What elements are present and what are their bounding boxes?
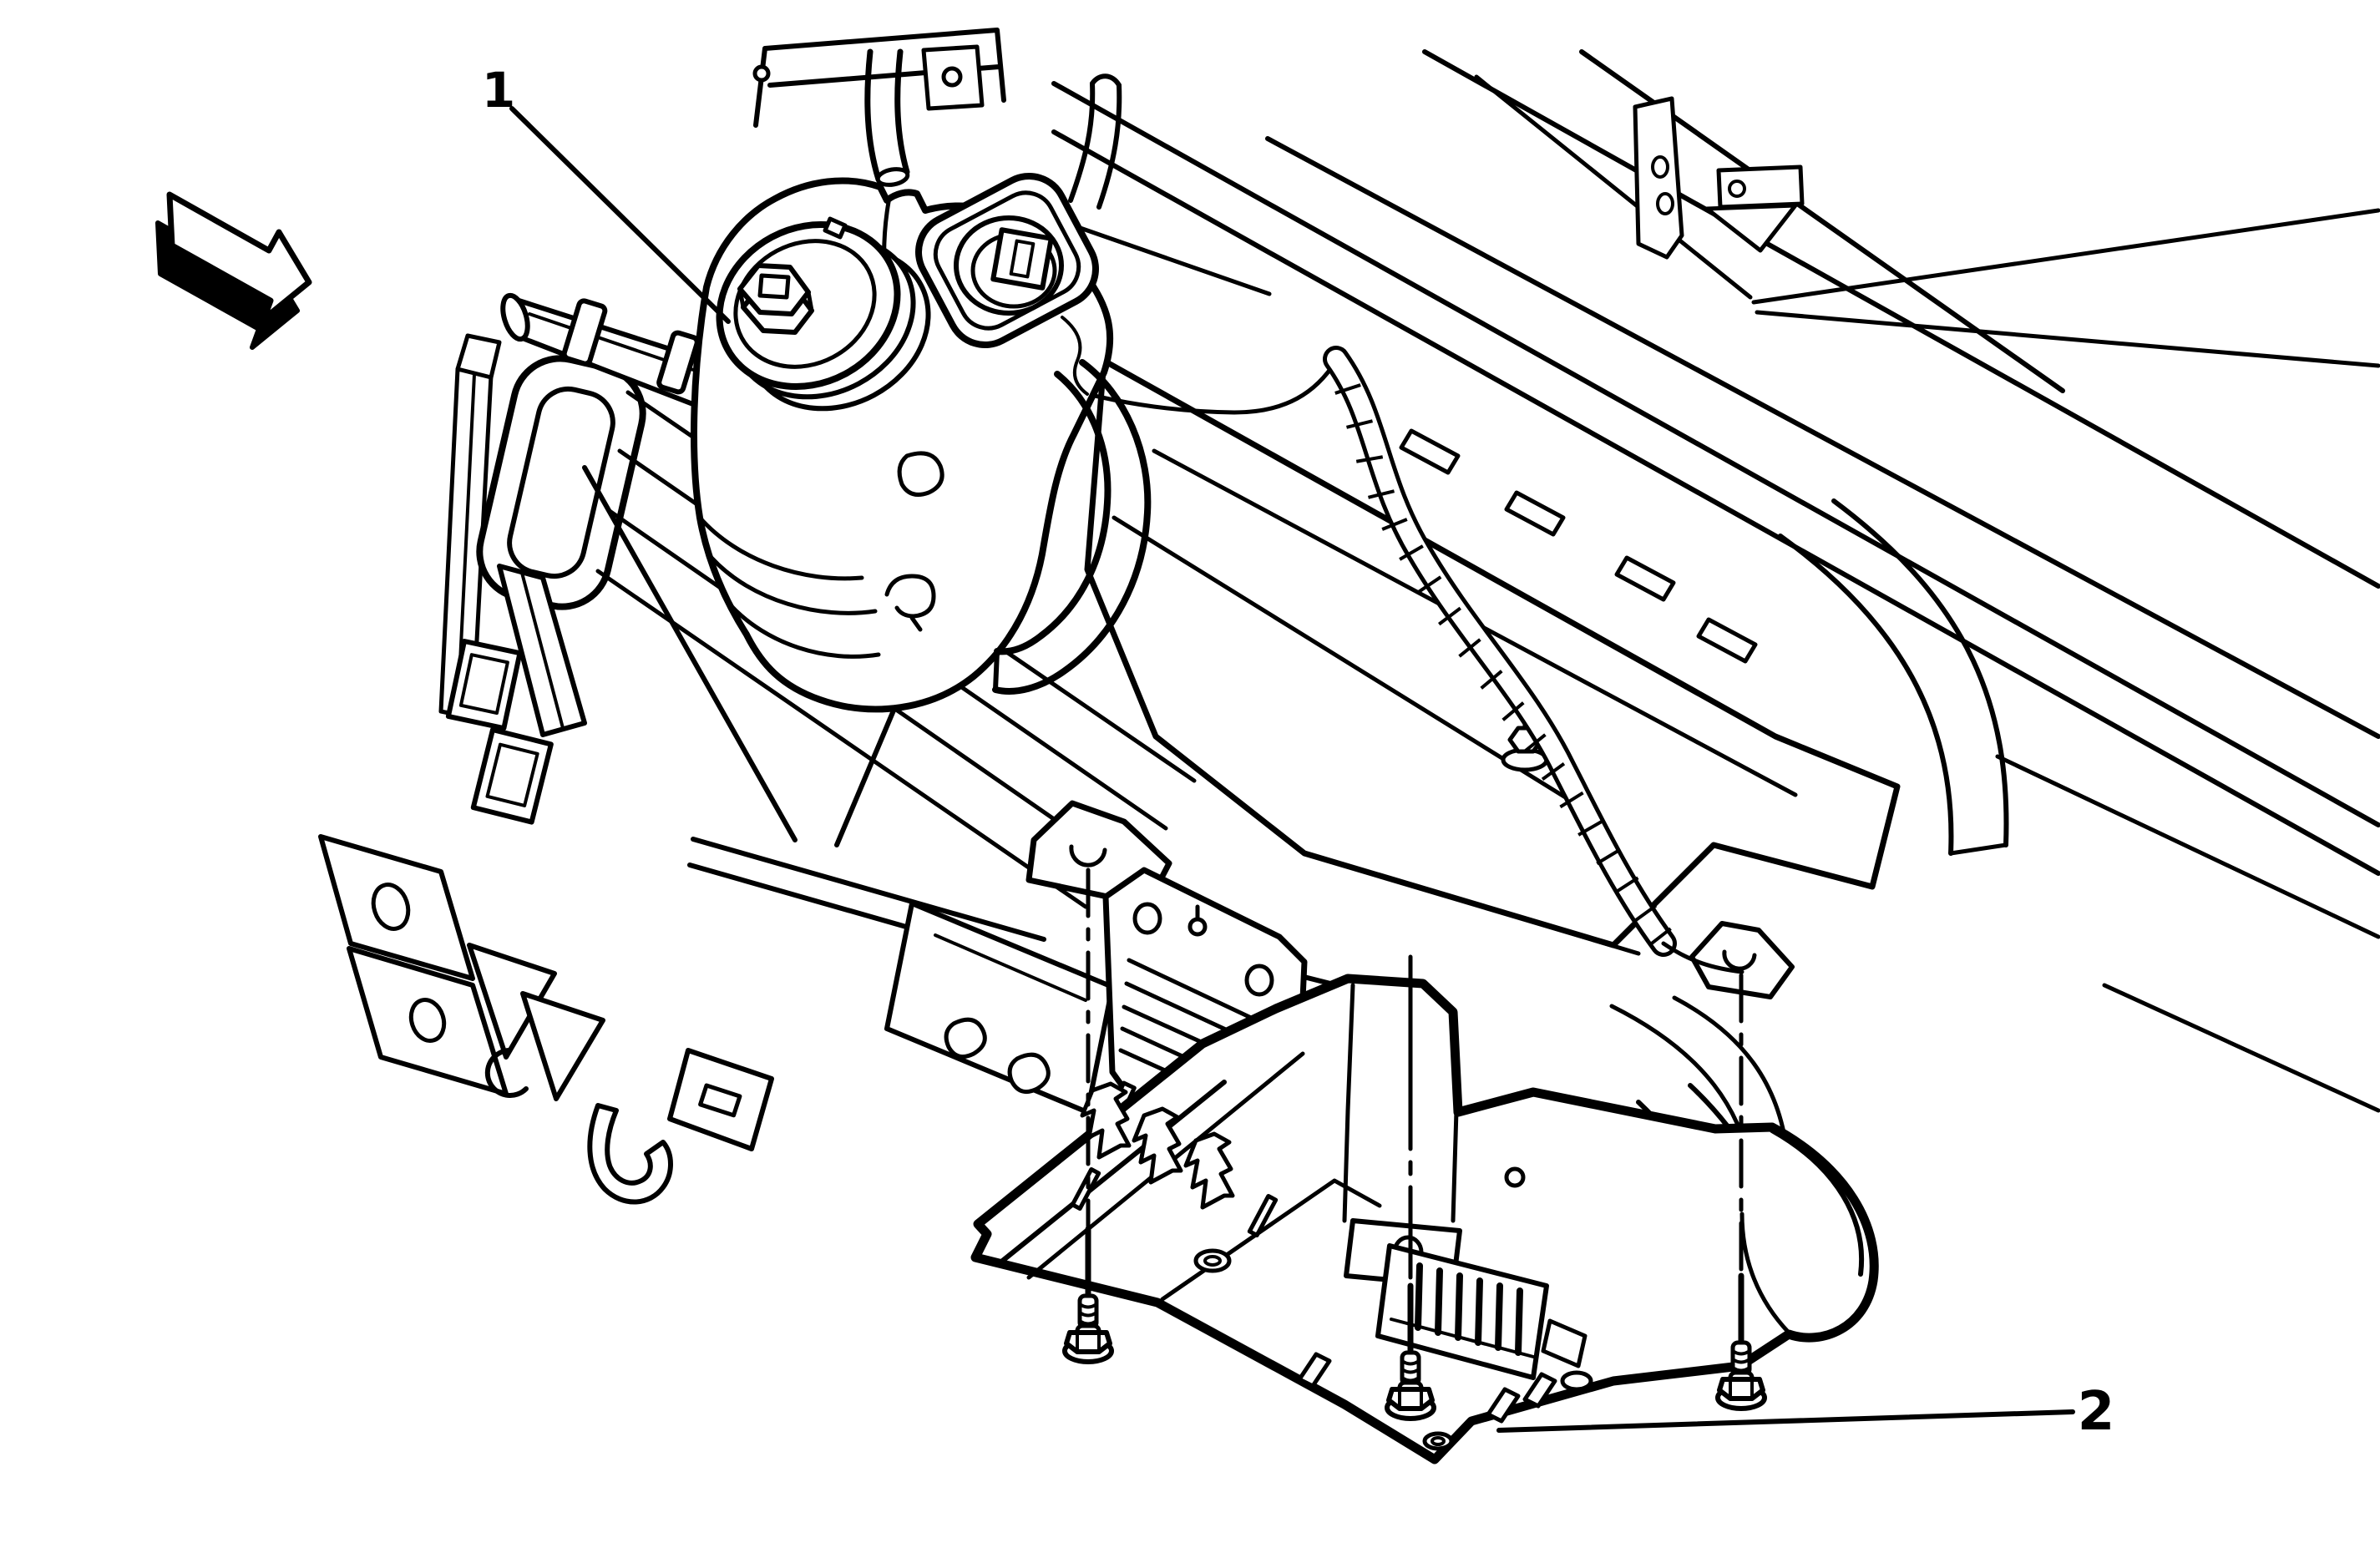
callout-2-leader: [1496, 1409, 2075, 1433]
part-2-cover: [970, 974, 1879, 1464]
view-direction-arrow-icon: [155, 191, 312, 350]
push-clips: [1070, 1081, 1279, 1238]
upper-right-brackets: [1633, 96, 1805, 260]
port-flange: [915, 172, 1099, 349]
callout-1: 1: [482, 62, 731, 324]
wiring-harness-conduit: [888, 308, 1744, 974]
conduit-ribs: [1334, 383, 1672, 947]
callout-2-label: 2: [2078, 1381, 2115, 1443]
callout-1-leader: [509, 106, 731, 324]
callout-1-label: 1: [482, 62, 515, 119]
part-1-canister-assembly: [691, 73, 1152, 713]
left-bracket-cluster: [318, 333, 774, 1205]
cover-connector: [1375, 1243, 1588, 1380]
callout-2: 2: [1496, 1381, 2115, 1443]
bolt-centerlines: [1086, 868, 1744, 1280]
hex-cap-bolt: [737, 263, 814, 335]
hanging-hose: [864, 48, 910, 187]
